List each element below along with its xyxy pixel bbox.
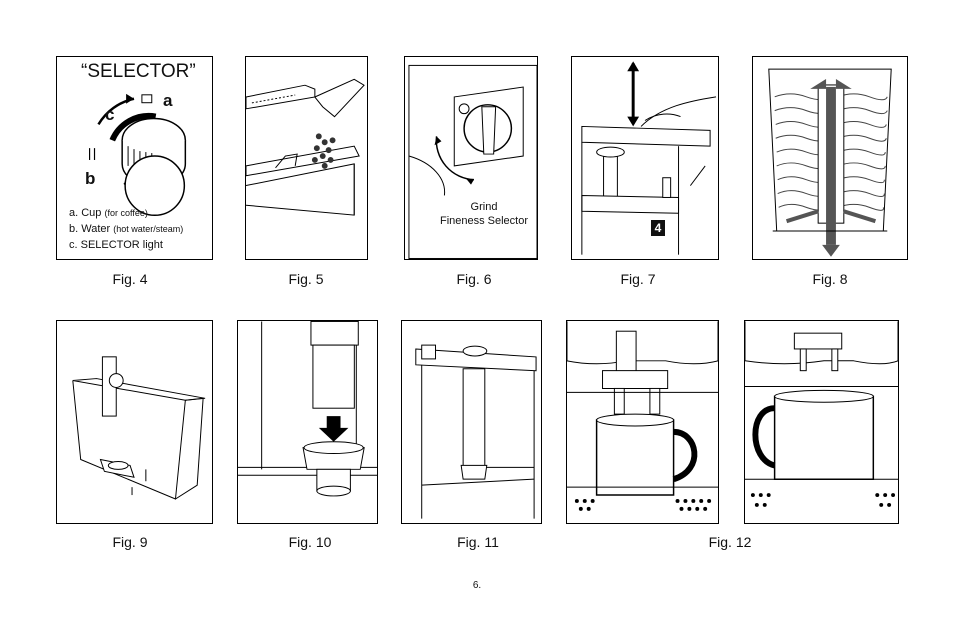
caption-fig6: Fig. 6: [456, 271, 492, 287]
selector-legend: a. Cup (for coffee) b. Water (hot water/…: [69, 207, 184, 251]
caption-fig7: Fig. 7: [620, 271, 656, 287]
grind-selector-illustration: [408, 64, 537, 259]
bean-container-illustration: [246, 78, 365, 216]
fig4-panel: “SELECTOR” a c b a. Cup (for coffee) b. …: [56, 56, 213, 260]
caption-fig12: Fig. 12: [708, 534, 752, 550]
label-c: c: [105, 105, 115, 124]
label-b: b: [85, 169, 96, 188]
caption-fig5: Fig. 5: [288, 271, 324, 287]
fig5-panel: [245, 56, 368, 260]
label-a: a: [163, 91, 173, 110]
fig10-panel: [237, 320, 378, 524]
caption-fig9: Fig. 9: [112, 534, 148, 550]
part-number-badge: 4: [651, 220, 665, 236]
caption-fig10: Fig. 10: [288, 534, 332, 550]
fig7-panel: 4: [571, 56, 719, 260]
fig12a-panel: [566, 320, 719, 524]
water-tank-illustration: [72, 356, 206, 500]
water-tank-filter-illustration: [768, 68, 892, 257]
caption-fig11: Fig. 11: [457, 534, 499, 550]
brew-unit-insert-illustration: [238, 321, 377, 497]
selector-title: “SELECTOR”: [81, 61, 196, 82]
cup-under-spout-illustration: [567, 321, 718, 511]
fig12b-panel: [744, 320, 899, 524]
selector-knob-illustration: [88, 93, 187, 217]
brew-unit-installed-illustration: [415, 344, 537, 519]
caption-fig8: Fig. 8: [812, 271, 848, 287]
page-number: 6.: [472, 580, 482, 591]
mug-under-spout-illustration: [745, 321, 898, 507]
grind-fineness-label: Grind Fineness Selector: [439, 201, 529, 227]
brew-group-removal-illustration: [581, 61, 717, 255]
fig9-panel: [56, 320, 213, 524]
fig8-panel: [752, 56, 908, 260]
caption-fig4: Fig. 4: [112, 271, 148, 287]
fig6-panel: Grind Fineness Selector: [404, 56, 538, 260]
fig11-panel: [401, 320, 542, 524]
